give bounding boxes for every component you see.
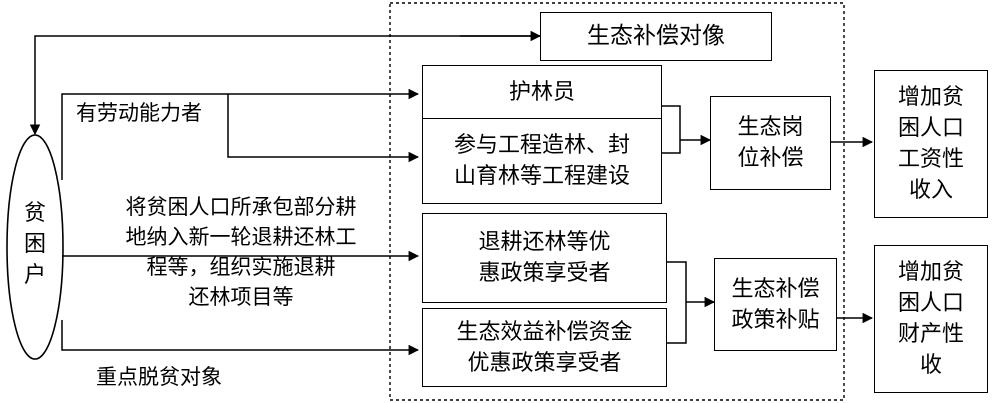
edge-label-capable: 有劳动能力者 (76, 101, 202, 125)
eco-fund-box: 生态效益补偿资金 优惠政策享受者 (422, 308, 667, 387)
afforestation-box: 参与工程造林、封 山育林等工程建设 (422, 118, 662, 204)
arrow-capable-to-ranger (61, 88, 420, 180)
property-income-box: 增加贫 困人口 财产性 收 (874, 245, 988, 393)
forest-ranger-box: 护林员 (422, 65, 662, 119)
edge-label-key-target: 重点脱贫对象 (96, 365, 222, 389)
bracket-policy-subsidy (667, 261, 687, 344)
wage-income-box: 增加贫 困人口 工资性 收入 (874, 70, 988, 218)
job-comp-box: 生态岗 位补偿 (710, 96, 831, 190)
arrow-capable-to-afforestation (227, 94, 420, 163)
poor-household-label: 贫 困 户 (23, 201, 46, 288)
eco-comp-target-box: 生态补偿对像 (540, 12, 772, 61)
bracket-job-comp (662, 105, 681, 154)
policy-subsidy-box: 生态补偿 政策补贴 (714, 258, 837, 351)
grain-for-green-box: 退耕还林等优 惠政策享受者 (422, 213, 667, 303)
arrow-key-target-to-eco-fund (61, 320, 420, 356)
edge-label-farmland: 将贫困人口所承包部分耕 地纳入新一轮退耕还林工 程等，组织实施退耕 还林项目等 (125, 195, 357, 309)
feedback-arrow-to-ellipse (29, 35, 540, 136)
